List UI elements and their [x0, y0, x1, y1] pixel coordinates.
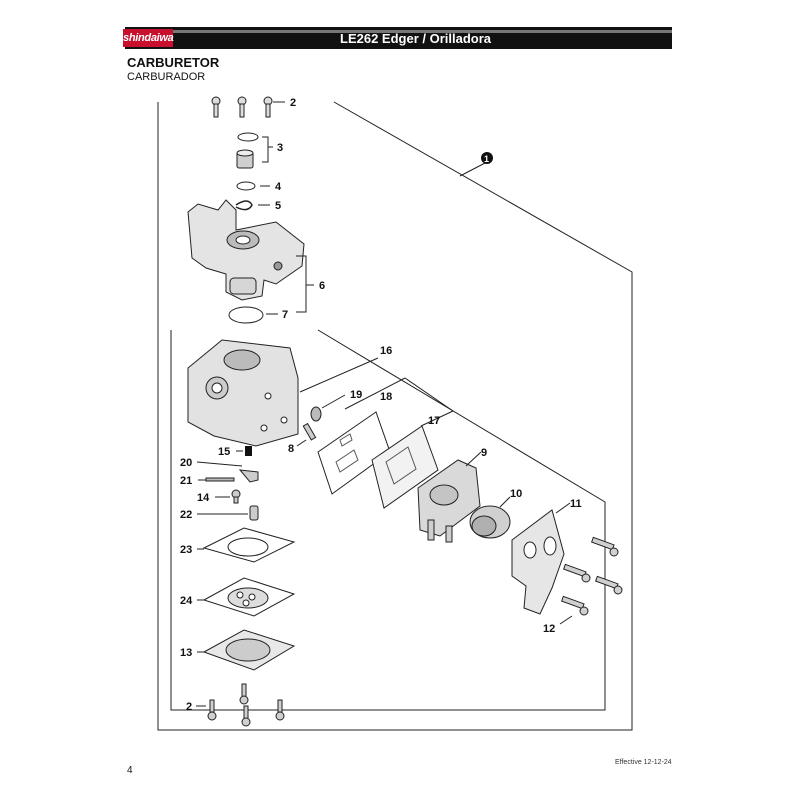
document-title: LE262 Edger / Orilladora — [340, 31, 491, 46]
callout-19: 19 — [350, 389, 362, 401]
part-13-cover — [202, 629, 296, 671]
callout-7: 7 — [282, 309, 288, 321]
callout-12: 12 — [543, 623, 555, 635]
part-15-spring — [245, 446, 252, 456]
part-19-plug — [310, 406, 322, 422]
part-11-bracket — [511, 509, 565, 615]
callout-2-top: 2 — [290, 97, 296, 109]
header-bar — [125, 27, 672, 49]
outer-frame — [157, 101, 633, 731]
callout-5: 5 — [275, 200, 281, 212]
part-22-needle — [249, 505, 259, 521]
callout-13: 13 — [180, 647, 192, 659]
part-9-pump-cover — [417, 459, 481, 543]
callout-1-badge — [481, 152, 493, 164]
part-23-gasket — [202, 527, 296, 563]
callout-17: 17 — [428, 415, 440, 427]
callout-21: 21 — [180, 475, 192, 487]
callout-14: 14 — [197, 492, 210, 504]
callout-23: 23 — [180, 544, 192, 556]
callout-2-bottom: 2 — [186, 701, 192, 713]
section-title: CARBURETOR — [127, 55, 220, 70]
callout-3: 3 — [277, 142, 283, 154]
callout-8: 8 — [288, 443, 294, 455]
callout-1: 1 — [484, 154, 489, 164]
callout-4: 4 — [275, 181, 282, 193]
part-4-washer — [236, 181, 256, 191]
callout-15: 15 — [218, 446, 230, 458]
inner-frame — [170, 329, 606, 711]
page-number: 4 — [127, 765, 133, 776]
callout-11: 11 — [570, 498, 582, 510]
callout-6: 6 — [319, 280, 325, 292]
callout-10: 10 — [510, 488, 522, 500]
callout-18: 18 — [380, 391, 392, 403]
part-10-primer-bulb — [469, 505, 511, 539]
part-5-clip — [235, 200, 253, 211]
part-21-pin — [205, 477, 235, 482]
part-20-lever — [238, 469, 259, 483]
part-6-housing — [187, 199, 305, 301]
callout-24: 24 — [180, 595, 193, 607]
callout-22: 22 — [180, 509, 192, 521]
part-3-oring — [237, 132, 259, 142]
part-24-diaphragm — [202, 577, 296, 617]
part-12-screws — [560, 536, 623, 616]
top-screws — [211, 96, 273, 118]
callout-16: 16 — [380, 345, 392, 357]
callout-20: 20 — [180, 457, 192, 469]
brand-logo: shindaiwa — [123, 29, 174, 47]
callout-9: 9 — [481, 447, 487, 459]
part-7-oring — [228, 306, 264, 324]
part-14-screw — [231, 489, 241, 504]
carburetor-body — [187, 339, 299, 447]
part-3-fitting — [236, 149, 254, 169]
part-8-needle — [302, 422, 317, 441]
section-subtitle: CARBURADOR — [127, 71, 206, 83]
part-17-plate — [371, 425, 439, 509]
bottom-screws — [207, 683, 285, 727]
effective-date: Effective 12-12-24 — [615, 759, 672, 766]
